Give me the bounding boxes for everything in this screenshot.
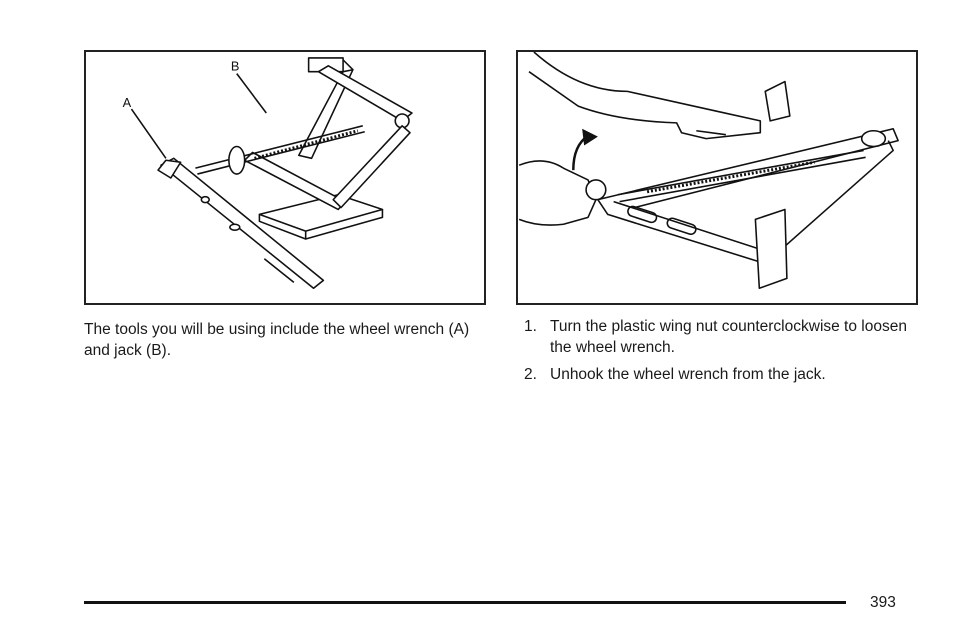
- page-number: 393: [870, 594, 896, 611]
- step-text: Unhook the wheel wrench from the jack.: [550, 366, 826, 383]
- step-text: Turn the plastic wing nut counterclockwi…: [550, 318, 907, 356]
- step-2: 2. Unhook the wheel wrench from the jack…: [524, 364, 924, 385]
- wing-nut-illustration: [516, 50, 918, 305]
- step-1: 1. Turn the plastic wing nut countercloc…: [524, 316, 924, 358]
- footer-rule: [84, 601, 846, 604]
- wing-nut-drawing: [518, 52, 899, 290]
- rotation-arrow-icon: [582, 128, 598, 146]
- step-number: 2.: [524, 366, 537, 383]
- callout-a: A: [123, 95, 132, 110]
- jack-and-wrench-illustration: A B: [84, 50, 486, 305]
- jack-wrench-drawing: A B: [123, 57, 413, 290]
- caption-tools: The tools you will be using include the …: [84, 321, 470, 359]
- step-number: 1.: [524, 318, 537, 335]
- instruction-steps: 1. Turn the plastic wing nut countercloc…: [524, 316, 924, 391]
- callout-b: B: [231, 59, 240, 74]
